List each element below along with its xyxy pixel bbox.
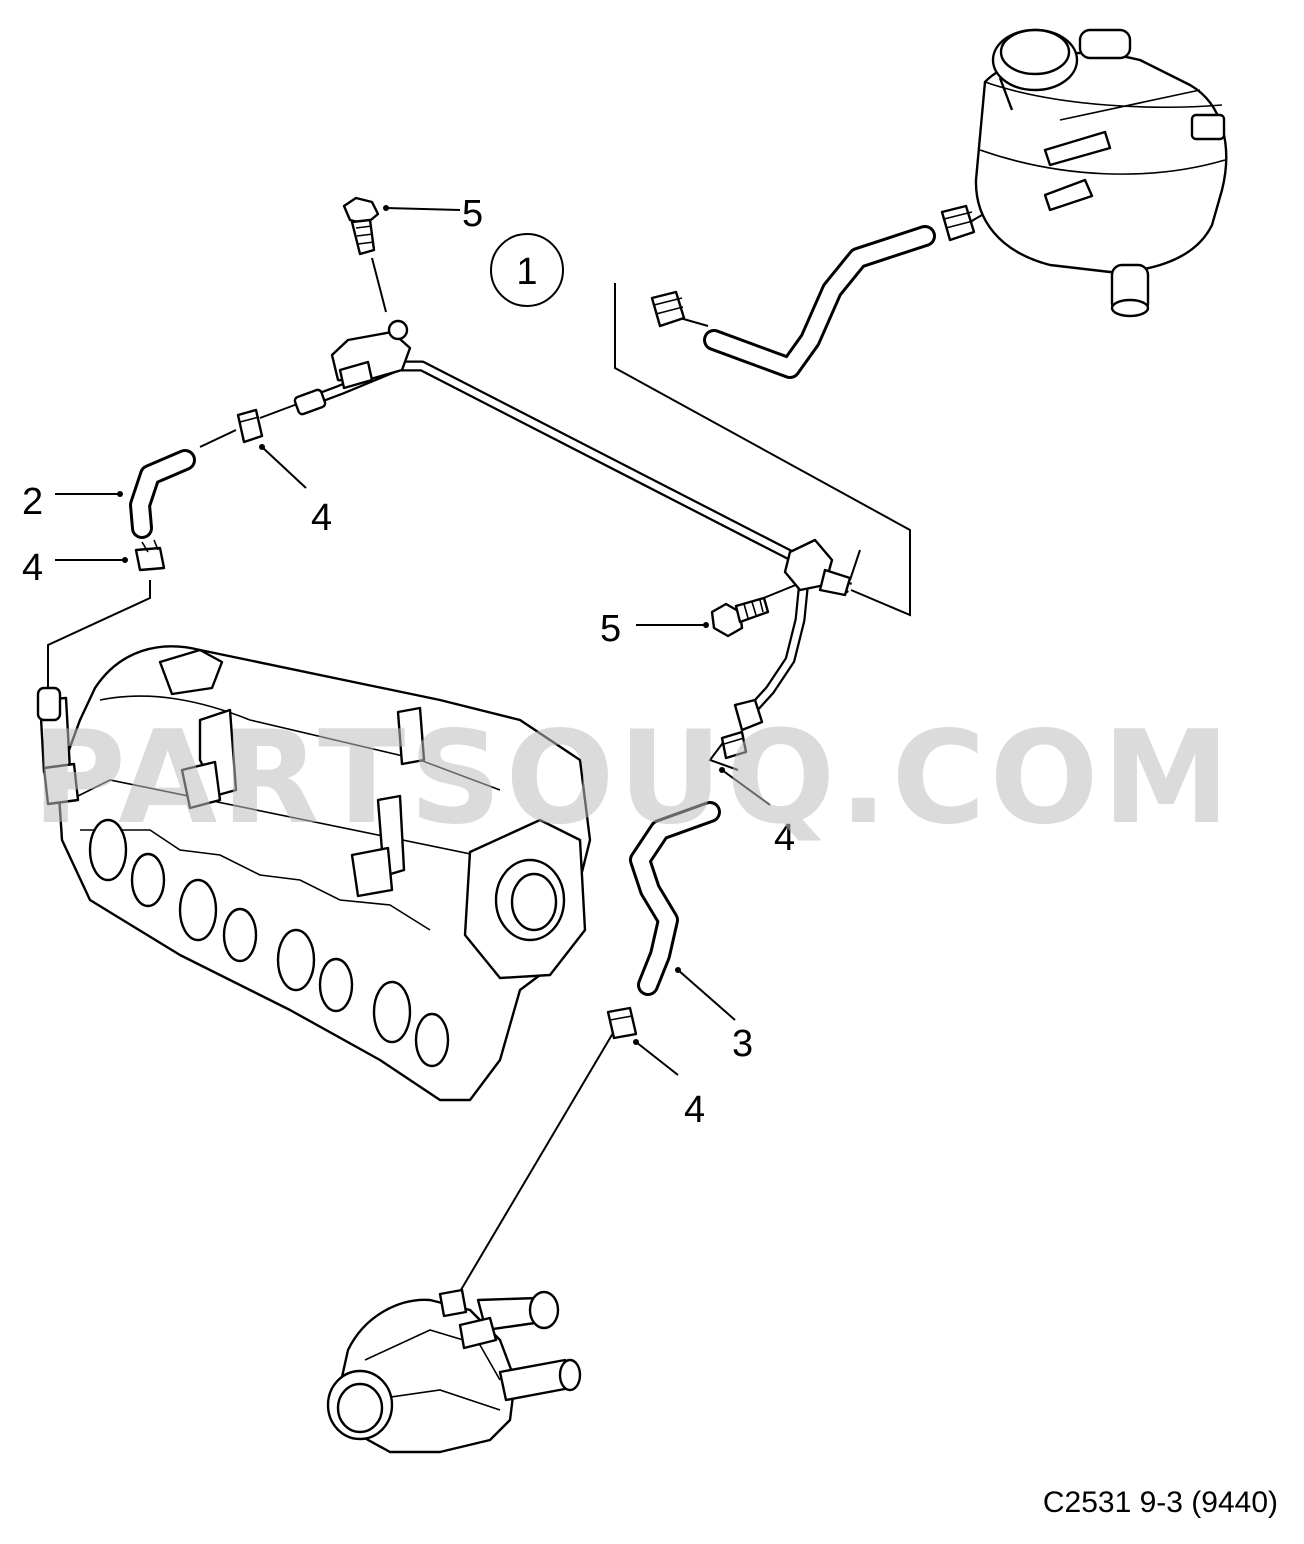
callout-clamp-lower: 4 bbox=[684, 1089, 705, 1131]
callouts: 5 5 2 3 4 4 4 4 bbox=[22, 193, 795, 1131]
hose-2 bbox=[129, 449, 196, 539]
tank-hose-clamps bbox=[650, 204, 976, 328]
pipe-bracket-lower bbox=[733, 538, 852, 732]
callout-clamp-upper: 4 bbox=[311, 497, 332, 539]
clamp-left bbox=[134, 539, 166, 572]
bolt-top bbox=[342, 196, 380, 256]
assembly-callout-number: 1 bbox=[516, 251, 537, 293]
clamp-right bbox=[720, 730, 748, 760]
hose-3 bbox=[629, 801, 721, 996]
bolt-right bbox=[710, 596, 770, 638]
clamp-upper bbox=[236, 408, 264, 444]
thermostat-housing bbox=[326, 1288, 582, 1454]
tank-hose bbox=[703, 225, 936, 379]
callout-clamp-left: 4 bbox=[22, 547, 43, 589]
watermark: PARTSOUQ.COM bbox=[32, 704, 1234, 853]
callout-clamp-right: 4 bbox=[774, 817, 795, 859]
callout-hose-2: 2 bbox=[22, 481, 43, 523]
assembly-callout: 1 bbox=[490, 233, 564, 307]
clamp-lower bbox=[606, 1006, 638, 1040]
pipe-bracket-upper bbox=[293, 319, 412, 416]
coolant-expansion-tank bbox=[974, 28, 1228, 318]
callout-hose-3: 3 bbox=[732, 1023, 753, 1065]
callout-bolt-top: 5 bbox=[462, 193, 483, 235]
diagram-code: C2531 9-3 (9440) bbox=[1043, 1486, 1278, 1519]
intake-manifold bbox=[36, 645, 592, 1102]
callout-bolt-right: 5 bbox=[600, 608, 621, 650]
coolant-pipe bbox=[298, 360, 853, 716]
